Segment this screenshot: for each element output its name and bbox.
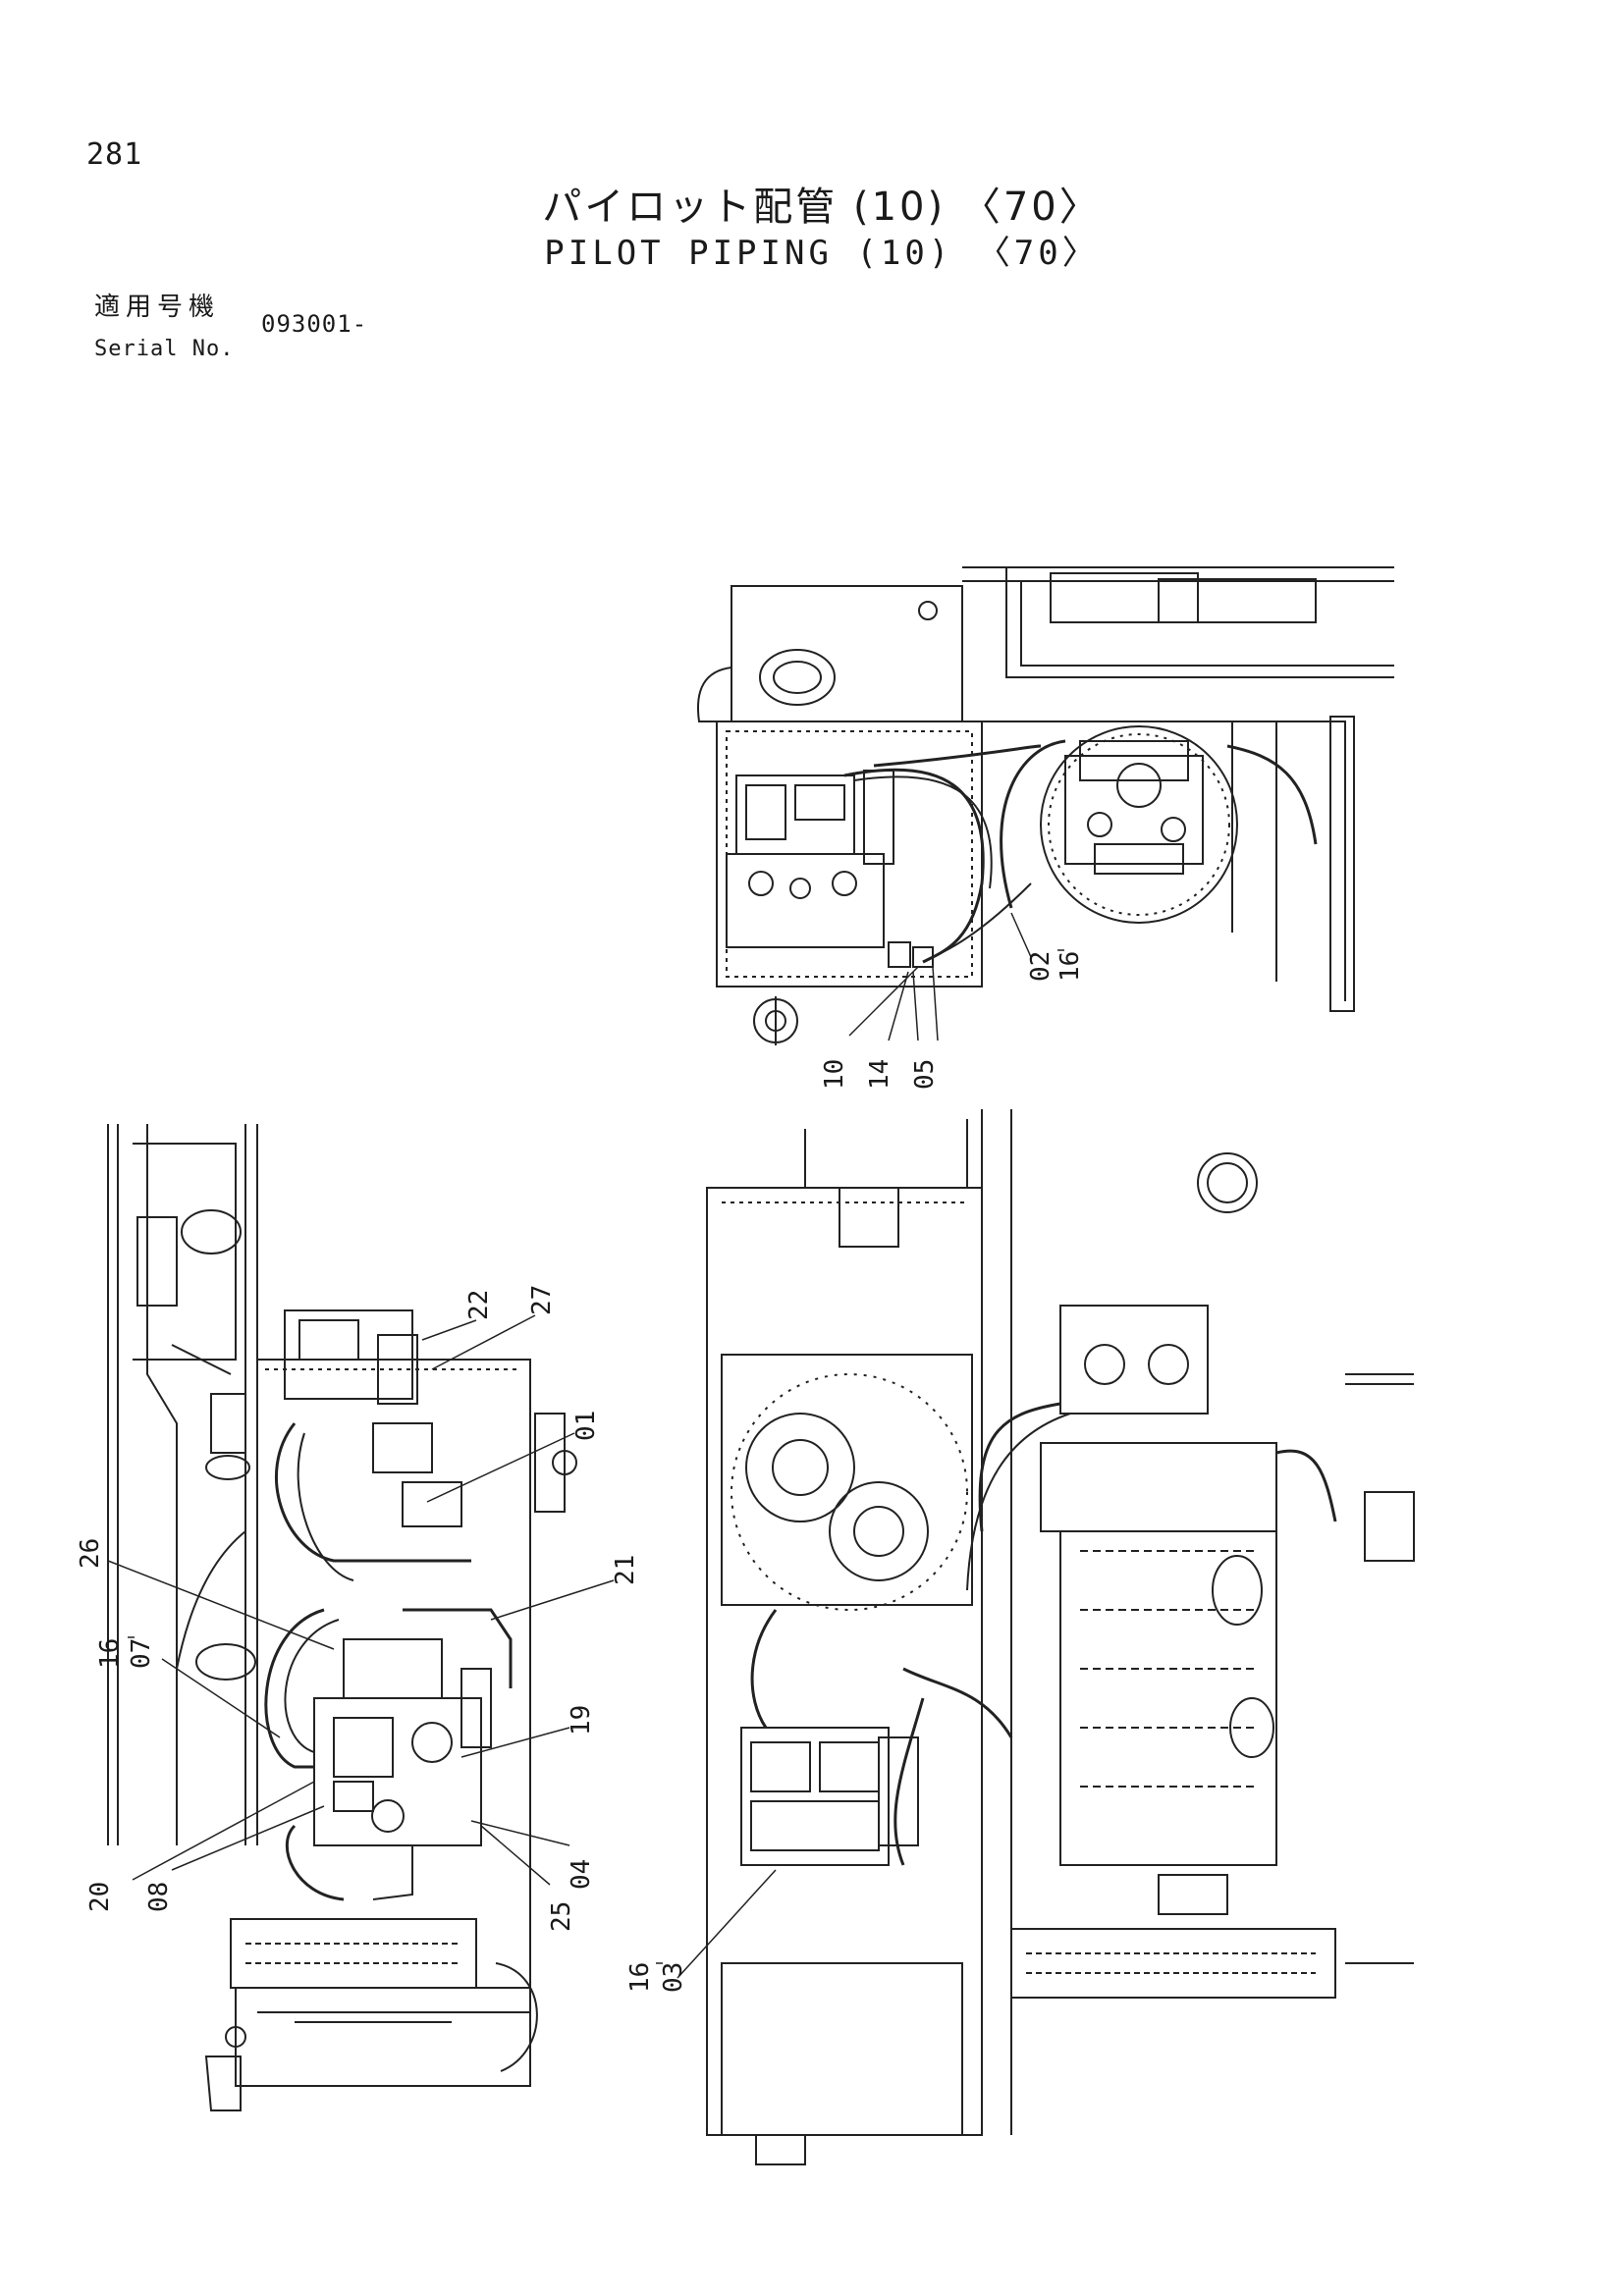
callout-27: 27 (527, 1285, 557, 1315)
callout-07: 07 (127, 1638, 156, 1669)
callout-22: 22 (464, 1290, 494, 1320)
serial-label-japanese: 適用号機 (94, 293, 221, 322)
left-view-assembly (107, 1124, 577, 2111)
callout-separators (128, 949, 1064, 1964)
serial-number-range: 093001- (261, 310, 368, 338)
callout-14: 14 (865, 1059, 894, 1090)
callout-16-bottom: 16 (625, 1962, 655, 1993)
callout-19: 19 (567, 1705, 596, 1735)
callout-03: 03 (659, 1962, 688, 1993)
page-title-english: PILOT PIPING (10) 〈70〉 (544, 234, 1100, 273)
callout-25: 25 (547, 1901, 576, 1932)
callout-01: 01 (571, 1411, 601, 1441)
page-title-japanese: パイロット配管 (10) 〈70〉 (542, 185, 1102, 230)
callout-20: 20 (85, 1882, 115, 1912)
callout-04: 04 (567, 1859, 596, 1890)
callout-26: 26 (76, 1538, 105, 1569)
callout-08: 08 (144, 1882, 174, 1912)
callout-16: 16 (1056, 951, 1085, 982)
callout-leader-lines (107, 912, 1032, 1979)
page-number: 281 (86, 137, 143, 172)
top-view-assembly (697, 566, 1394, 1045)
callout-10: 10 (820, 1059, 849, 1090)
callout-21: 21 (611, 1555, 640, 1585)
serial-label-english: Serial No. (94, 337, 235, 361)
callout-16-left: 16 (95, 1638, 125, 1669)
callout-02: 02 (1026, 951, 1056, 982)
bottom-view-assembly (706, 1109, 1415, 2165)
callout-05: 05 (910, 1059, 940, 1090)
